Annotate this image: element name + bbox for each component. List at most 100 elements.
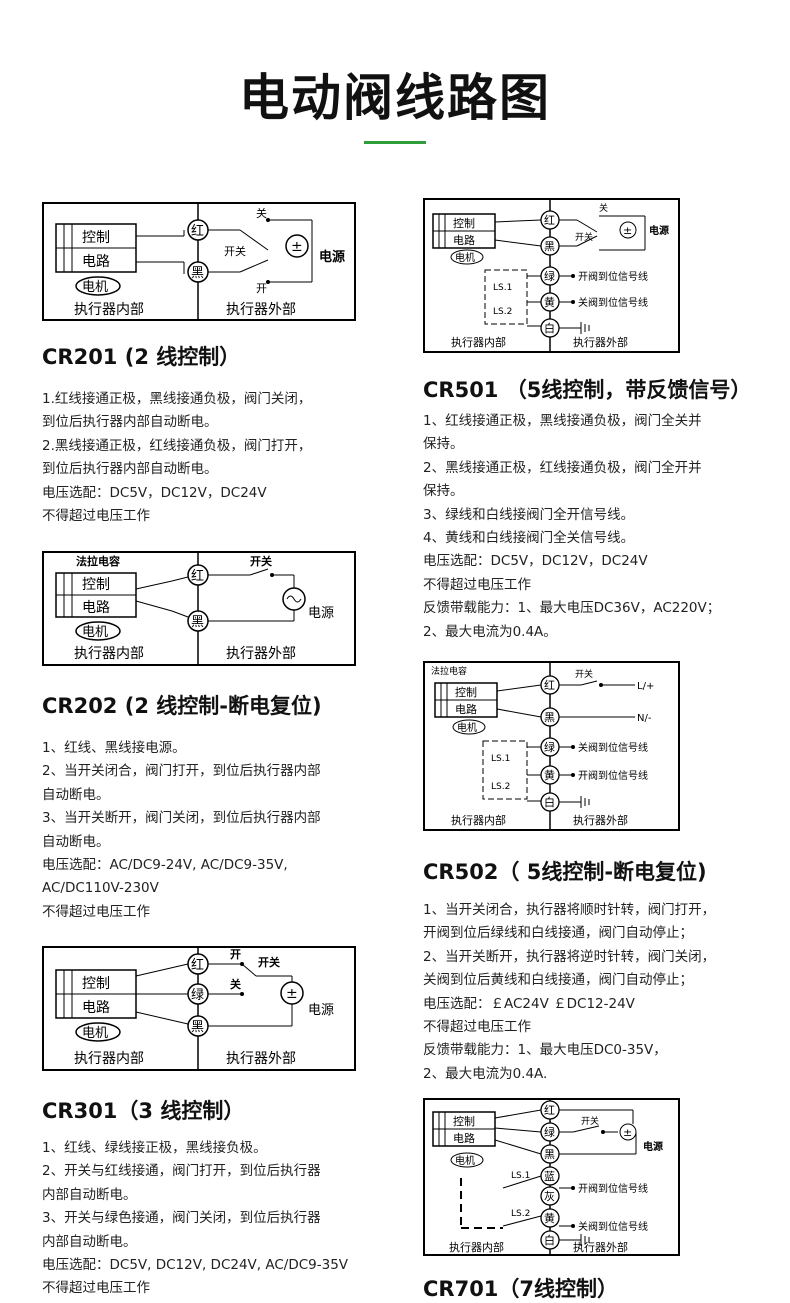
svg-text:白: 白 — [544, 795, 555, 809]
close-signal-label: 关阀到位信号线 — [578, 296, 648, 309]
svg-text:开关: 开关 — [250, 554, 272, 568]
cr301-heading: CR301（3 线控制） — [42, 1099, 245, 1123]
green-wire-label: 绿 — [191, 988, 204, 1003]
svg-text:白: 白 — [544, 321, 555, 335]
cr202-wiring-diagram: 法拉电容 控制 电路 电机 执行器内部 红 黑 开关 电源 执行器外部 — [42, 551, 356, 666]
svg-text:红: 红 — [191, 957, 204, 973]
svg-text:黄: 黄 — [544, 768, 555, 782]
svg-text:绿: 绿 — [544, 1125, 555, 1139]
svg-text:电路: 电路 — [455, 703, 477, 716]
svg-text:执行器外部: 执行器外部 — [226, 1051, 296, 1067]
svg-text:电机: 电机 — [82, 625, 108, 640]
svg-text:法拉电容: 法拉电容 — [431, 665, 467, 677]
svg-text:关: 关 — [599, 202, 608, 214]
cr502-heading: CR502（ 5线控制-断电复位) — [423, 860, 707, 884]
svg-text:电源: 电源 — [308, 1003, 334, 1018]
outside-label: 执行器外部 — [226, 302, 296, 318]
svg-text:电路: 电路 — [82, 1000, 110, 1016]
svg-text:开关: 开关 — [575, 231, 593, 243]
inside-label: 执行器内部 — [74, 302, 144, 318]
svg-text:执行器内部: 执行器内部 — [74, 646, 144, 662]
svg-text:执行器外部: 执行器外部 — [226, 646, 296, 662]
svg-text:开: 开 — [230, 948, 241, 961]
svg-text:LS.2: LS.2 — [491, 782, 510, 792]
svg-text:执行器内部: 执行器内部 — [449, 1240, 504, 1254]
l-plus-label: L/+ — [637, 681, 654, 692]
svg-text:LS.1: LS.1 — [511, 1171, 530, 1181]
cr501-wiring-diagram: 控制 电路 电机 LS.1 LS.2 执行器内部 红 黑 绿 黄 白 开关 关 … — [423, 198, 680, 353]
svg-text:执行器外部: 执行器外部 — [573, 813, 628, 827]
svg-text:±: ± — [623, 224, 632, 237]
motor-label: 电机 — [82, 280, 108, 295]
cr502-wiring-diagram: 法拉电容 控制 电路 电机 LS.1 LS.2 执行器内部 红 黑 绿 黄 白 … — [423, 661, 680, 831]
cr502-description: 1、当开关闭合，执行器将顺时针转，阀门打开，开阀到位后绿线和白线接通，阀门自动停… — [423, 902, 716, 1082]
svg-text:黑: 黑 — [544, 1148, 555, 1161]
power-label: 电源 — [319, 249, 345, 265]
svg-text:开阀到位信号线: 开阀到位信号线 — [578, 1182, 648, 1195]
svg-text:执行器内部: 执行器内部 — [451, 813, 506, 827]
svg-text:±: ± — [291, 239, 303, 255]
gray-wire-label: 灰 — [544, 1189, 555, 1203]
svg-text:电路: 电路 — [453, 234, 475, 247]
svg-text:执行器内部: 执行器内部 — [74, 1051, 144, 1067]
control-label: 控制 — [82, 230, 110, 246]
svg-text:白: 白 — [544, 1233, 555, 1247]
svg-text:控制: 控制 — [453, 1114, 475, 1128]
svg-text:黑: 黑 — [191, 615, 204, 630]
red-wire-label: 红 — [191, 223, 204, 239]
cr201-wiring-diagram: 控制 电路 电机 执行器内部 红 黑 关 开 开关 ± 电源 执行器外部 — [42, 202, 356, 321]
cr701-heading: CR701（7线控制） — [423, 1277, 619, 1301]
page-title: 电动阀线路图 — [239, 69, 551, 127]
cr202-description: 1、红线、黑线接电源。2、当开关闭合，阀门打开，到位后执行器内部自动断电。 3、… — [42, 740, 321, 920]
svg-text:红: 红 — [544, 1104, 555, 1117]
cr701-wiring-diagram: 控制 电路 电机 LS.1 LS.2 执行器内部 红 绿 黑 蓝 灰 黄 白 开… — [423, 1098, 680, 1256]
switch-label: 开关 — [224, 244, 246, 258]
svg-text:关阀到位信号线: 关阀到位信号线 — [578, 741, 648, 754]
cr501-description: 1、红线接通正极，黑线接通负极，阀门全关并保持。2、黑线接通正极，红线接通负极，… — [423, 413, 721, 640]
cr501-heading: CR501 （5线控制，带反馈信号） — [423, 378, 752, 402]
svg-text:±: ± — [623, 1126, 632, 1139]
cr301-wiring-diagram: 控制 电路 电机 执行器内部 红 绿 黑 开 关 开关 ± 电源 执行器外部 — [42, 946, 356, 1071]
svg-text:控制: 控制 — [453, 216, 475, 230]
svg-text:LS.2: LS.2 — [493, 307, 512, 317]
svg-text:电源: 电源 — [649, 224, 669, 237]
svg-text:电机: 电机 — [455, 251, 475, 264]
title-divider — [364, 141, 426, 144]
blue-wire-label: 蓝 — [544, 1170, 555, 1183]
cr201-description: 1.红线接通正极，黑线接通负极，阀门关闭，到位后执行器内部自动断电。2.黑线接通… — [42, 391, 312, 525]
svg-text:LS.1: LS.1 — [493, 283, 512, 293]
close-label: 关 — [256, 206, 267, 220]
svg-text:LS.1: LS.1 — [491, 754, 510, 764]
svg-text:开关: 开关 — [581, 1115, 599, 1127]
svg-text:关: 关 — [230, 977, 241, 991]
svg-text:电路: 电路 — [82, 600, 110, 616]
svg-text:开关: 开关 — [575, 668, 593, 680]
svg-text:±: ± — [286, 986, 298, 1002]
dc-source-icon — [285, 234, 309, 258]
svg-text:LS.2: LS.2 — [511, 1209, 530, 1219]
svg-text:执行器内部: 执行器内部 — [451, 335, 506, 349]
svg-text:开阀到位信号线: 开阀到位信号线 — [578, 769, 648, 782]
svg-text:执行器外部: 执行器外部 — [573, 1240, 628, 1254]
svg-text:电源: 电源 — [643, 1140, 663, 1153]
open-signal-label: 开阀到位信号线 — [578, 270, 648, 283]
svg-text:黑: 黑 — [544, 711, 555, 724]
svg-text:电机: 电机 — [455, 1154, 475, 1167]
svg-text:黄: 黄 — [544, 1211, 555, 1225]
svg-text:红: 红 — [544, 214, 555, 227]
svg-text:控制: 控制 — [82, 577, 110, 593]
svg-text:电机: 电机 — [82, 1026, 108, 1041]
black-wire-label: 黑 — [191, 266, 204, 281]
svg-text:电机: 电机 — [457, 721, 477, 734]
svg-text:黄: 黄 — [544, 295, 555, 309]
circuit-label: 电路 — [82, 254, 110, 270]
svg-text:绿: 绿 — [544, 740, 555, 754]
svg-text:执行器外部: 执行器外部 — [573, 335, 628, 349]
svg-text:黑: 黑 — [191, 1020, 204, 1035]
svg-text:红: 红 — [544, 679, 555, 692]
svg-text:红: 红 — [191, 568, 204, 584]
svg-text:绿: 绿 — [544, 269, 555, 283]
cr301-description: 1、红线、绿线接正极，黑线接负极。2、开关与红线接通，阀门打开，到位后执行器内部… — [42, 1140, 349, 1297]
cr202-heading: CR202 (2 线控制-断电复位) — [42, 694, 322, 718]
open-label: 开 — [256, 282, 267, 295]
